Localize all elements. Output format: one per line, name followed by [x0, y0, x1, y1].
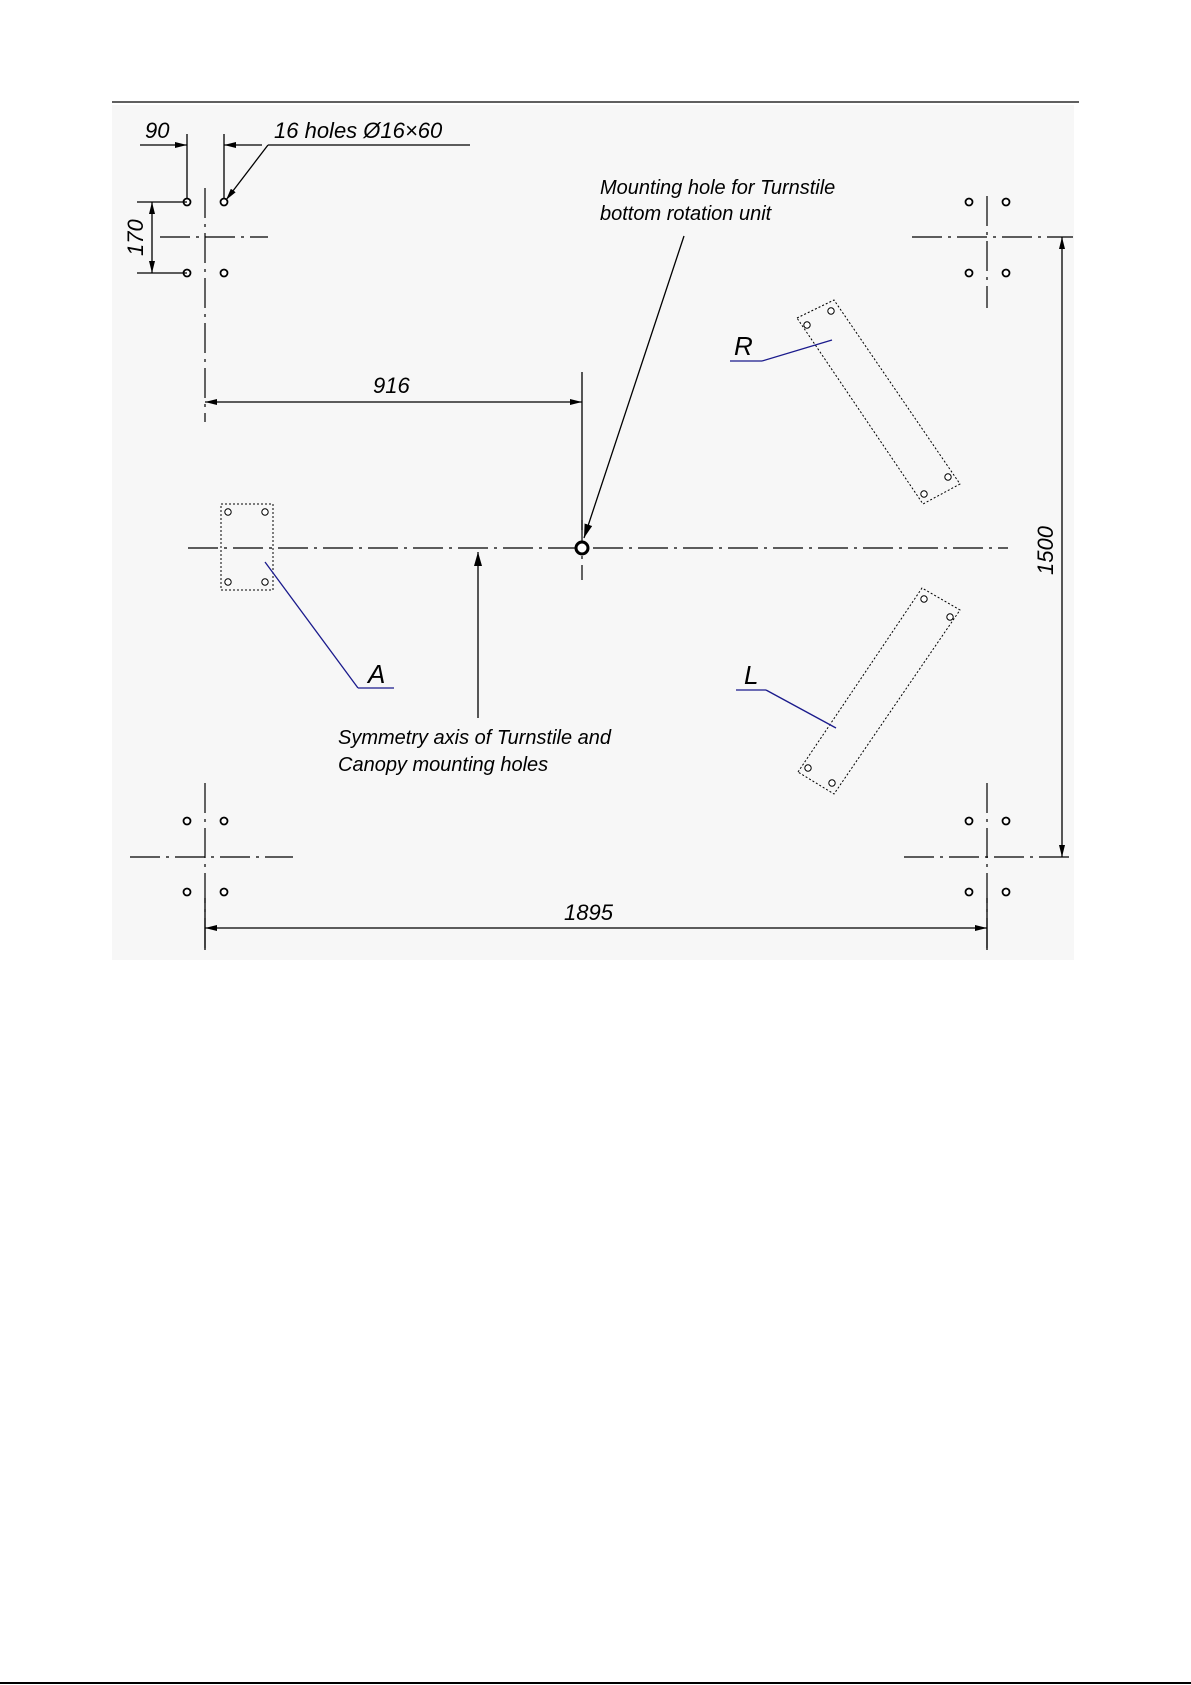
dimension-916-label: 916	[373, 373, 410, 398]
turnstile-mounting-hole	[576, 542, 588, 554]
label-l: L	[744, 660, 758, 690]
dimension-1500-label: 1500	[1033, 525, 1058, 575]
mounting-note-line2: bottom rotation unit	[600, 203, 773, 225]
symmetry-note-line2: Canopy mounting holes	[338, 754, 548, 776]
label-r: R	[734, 331, 753, 361]
dimension-170-label: 170	[123, 219, 148, 256]
symmetry-note-line1: Symmetry axis of Turnstile and	[338, 727, 612, 749]
holes-note: 16 holes Ø16×60	[274, 118, 443, 143]
mounting-note-line1: Mounting hole for Turnstile	[600, 177, 835, 199]
label-a: A	[366, 659, 385, 689]
dimension-90-label: 90	[145, 118, 170, 143]
drawing-field	[112, 105, 1074, 960]
dimension-1895-label: 1895	[564, 900, 614, 925]
